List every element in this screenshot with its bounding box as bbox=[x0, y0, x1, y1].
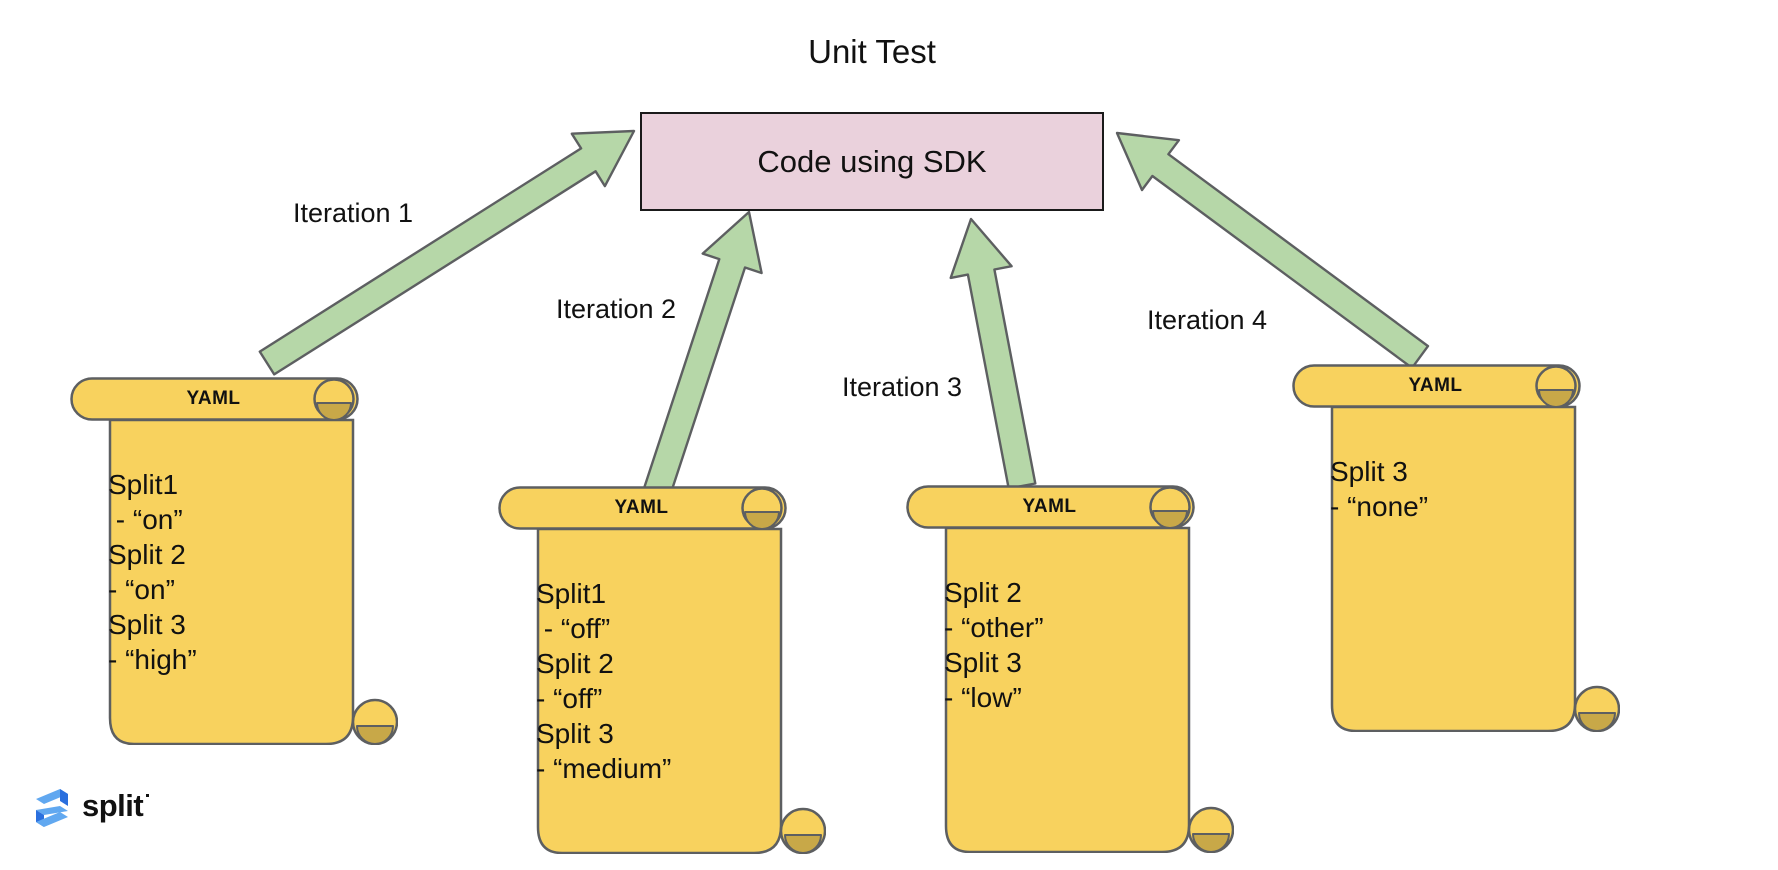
yaml-scroll-4: YAML Split 3 - “none” bbox=[1292, 364, 1620, 732]
arrow-iteration-3 bbox=[949, 217, 1037, 490]
yaml-scroll-1: YAML Split1 - “on” Split 2 - “on” Split 3 - … bbox=[70, 377, 398, 745]
scroll-text-line: - “off” bbox=[536, 683, 603, 714]
scroll-text-line: Split 2 bbox=[944, 577, 1022, 608]
scroll-4-text: Split 3 - “none” bbox=[1330, 454, 1580, 524]
scroll-text-line: - “on” bbox=[108, 504, 183, 535]
yaml-header-label: YAML bbox=[1408, 374, 1463, 396]
scroll-3-text: Split 2 - “other” Split 3 - “low” bbox=[944, 575, 1194, 715]
arrow-iteration-4 bbox=[1115, 131, 1430, 370]
scroll-text-line: - “low” bbox=[944, 682, 1022, 713]
scroll-text-line: Split 3 bbox=[1330, 456, 1408, 487]
yaml-header-label: YAML bbox=[1022, 495, 1077, 517]
yaml-scroll-3: YAML Split 2 - “other” Split 3 - “low” bbox=[906, 485, 1234, 853]
arrow-iteration-1 bbox=[258, 129, 636, 376]
scroll-text-line: - “on” bbox=[108, 574, 175, 605]
scroll-shape-icon bbox=[1292, 364, 1620, 732]
page-title: Unit Test bbox=[808, 33, 936, 70]
scroll-1-text: Split1 - “on” Split 2 - “on” Split 3 - “high… bbox=[108, 467, 358, 677]
scroll-text-line: Split 3 bbox=[108, 609, 186, 640]
code-using-sdk-label: Code using SDK bbox=[757, 143, 987, 179]
iteration-2-label: Iteration 2 bbox=[556, 294, 677, 324]
arrow-iteration-2 bbox=[643, 210, 763, 498]
scroll-text-line: - “medium” bbox=[536, 753, 672, 784]
iteration-4-label: Iteration 4 bbox=[1147, 305, 1268, 335]
split-logo: split bbox=[33, 785, 150, 831]
split-logo-wordmark: split bbox=[82, 788, 150, 823]
scroll-text-line: - “other” bbox=[944, 612, 1044, 643]
yaml-header-label: YAML bbox=[614, 496, 669, 518]
code-using-sdk-box: Code using SDK bbox=[640, 112, 1104, 211]
iteration-1-label: Iteration 1 bbox=[293, 198, 414, 228]
iteration-3-label: Iteration 3 bbox=[842, 372, 963, 402]
scroll-text-line: Split 2 bbox=[108, 539, 186, 570]
scroll-text-line: Split 3 bbox=[536, 718, 614, 749]
scroll-text-line: - “off” bbox=[536, 613, 611, 644]
split-logo-icon bbox=[36, 789, 68, 827]
scroll-text-line: Split1 bbox=[536, 578, 607, 609]
scroll-text-line: Split1 bbox=[108, 469, 179, 500]
scroll-2-text: Split1 - “off” Split 2 - “off” Split 3 - “me… bbox=[536, 576, 786, 786]
scroll-text-line: Split 2 bbox=[536, 648, 614, 679]
scroll-text-line: - “none” bbox=[1330, 491, 1429, 522]
scroll-text-line: Split 3 bbox=[944, 647, 1022, 678]
scroll-text-line: - “high” bbox=[108, 644, 197, 675]
yaml-header-label: YAML bbox=[186, 387, 241, 409]
yaml-scroll-2: YAML Split1 - “off” Split 2 - “off” Split 3… bbox=[498, 486, 826, 854]
